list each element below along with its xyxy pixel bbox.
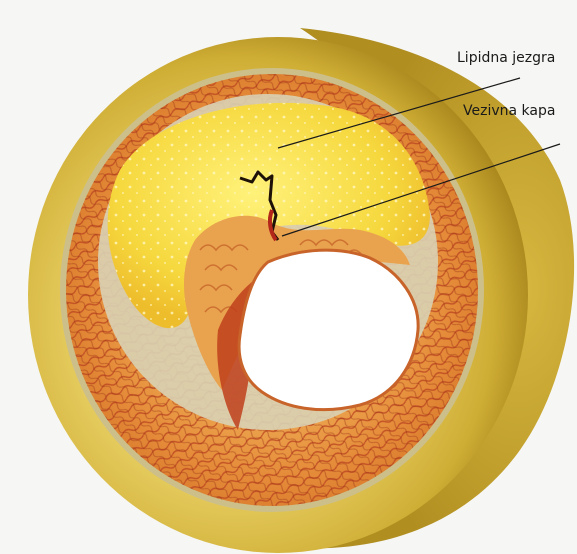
fibrous-cap-label: Vezivna kapa — [463, 103, 555, 119]
lipid-core-label: Lipidna jezgra — [457, 50, 555, 66]
